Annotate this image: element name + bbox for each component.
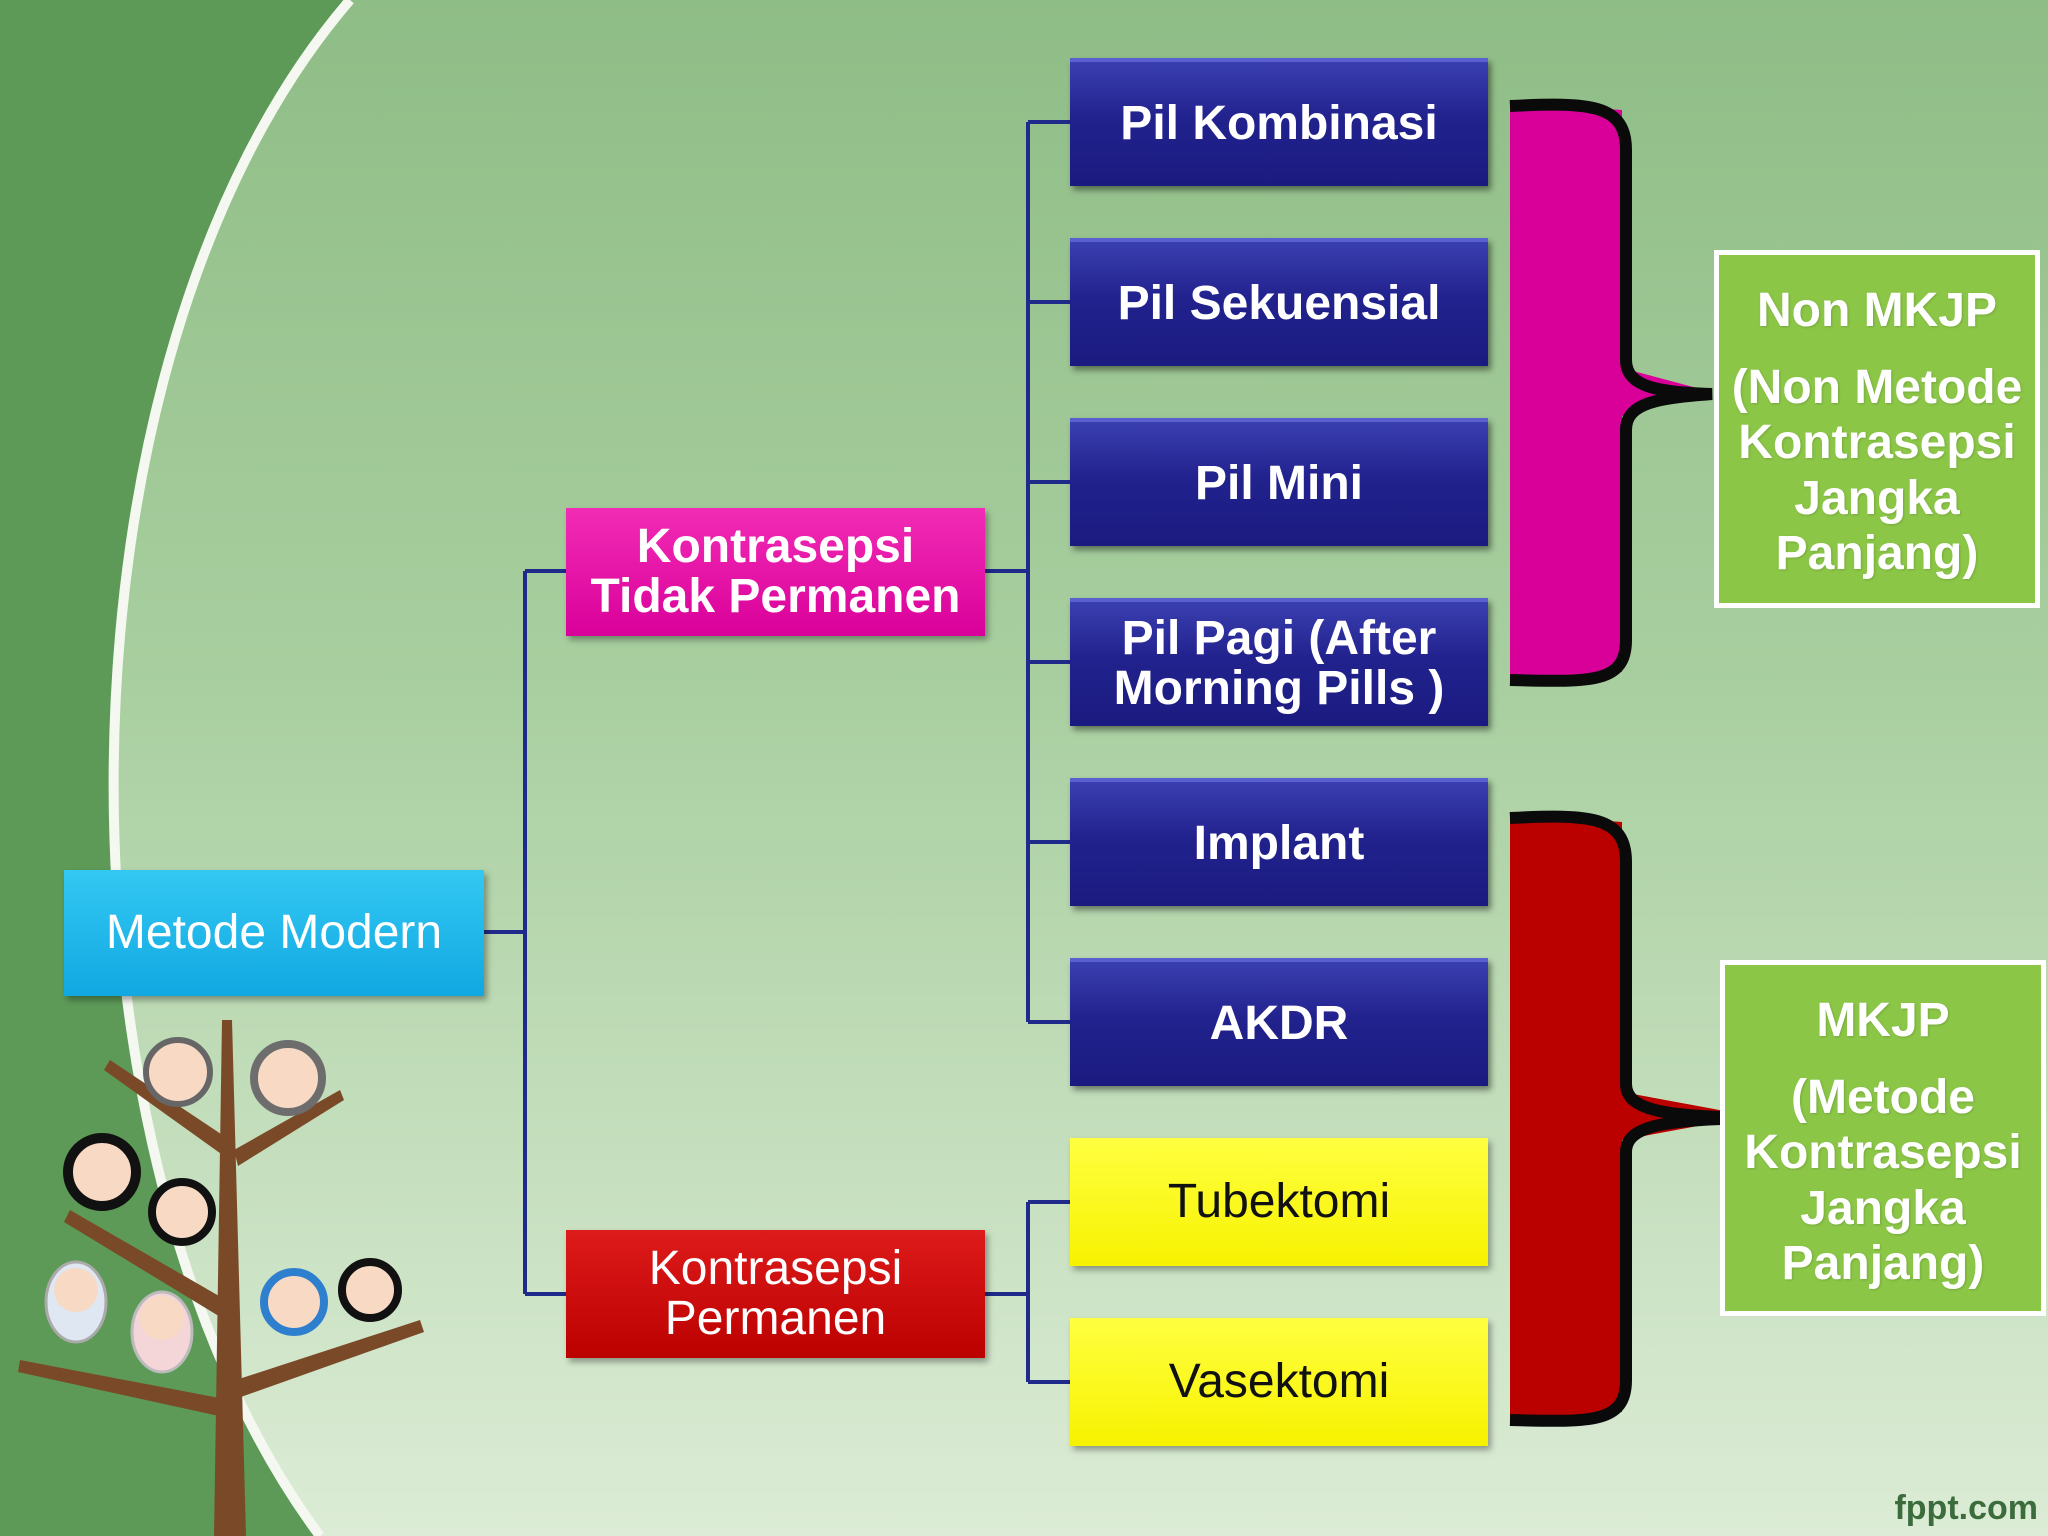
method-pil-pagi-line-1: Pil Pagi (After <box>1121 611 1437 665</box>
group-mkjp: MKJP (Metode Kontrasepsi Jangka Panjang) <box>1720 960 2046 1316</box>
method-vasektomi: Vasektomi <box>1070 1318 1488 1446</box>
method-implant-label: Implant <box>1193 816 1365 870</box>
group-mkjp-line-2: Kontrasepsi <box>1744 1126 2022 1180</box>
root-node-metode-modern: Metode Modern <box>64 870 484 996</box>
root-label: Metode Modern <box>105 905 443 959</box>
family-tree-icon <box>18 1020 424 1536</box>
method-pil-mini: Pil Mini <box>1070 418 1488 546</box>
method-pil-sekuensial-label: Pil Sekuensial <box>1117 276 1441 330</box>
branch-kontrasepsi-permanen: Kontrasepsi Permanen <box>566 1230 985 1358</box>
method-vasektomi-label: Vasektomi <box>1168 1354 1390 1408</box>
group-mkjp-line-4: Panjang) <box>1781 1236 1985 1290</box>
group-mkjp-line-3: Jangka <box>1800 1181 1966 1235</box>
group-non-mkjp: Non MKJP (Non Metode Kontrasepsi Jangka … <box>1714 250 2040 608</box>
method-tubektomi: Tubektomi <box>1070 1138 1488 1266</box>
branch-permanent-line-2: Permanen <box>664 1292 887 1345</box>
branch-temporary-line-2: Tidak Permanen <box>590 570 961 623</box>
method-pil-kombinasi: Pil Kombinasi <box>1070 58 1488 186</box>
non-mkjp-brace <box>1509 98 1713 687</box>
branch-temporary-line-1: Kontrasepsi <box>636 519 915 573</box>
method-pil-kombinasi-label: Pil Kombinasi <box>1120 96 1438 150</box>
group-non-mkjp-line-1: (Non Metode <box>1731 361 2023 415</box>
group-non-mkjp-line-4: Panjang) <box>1775 526 1979 580</box>
group-non-mkjp-line-3: Jangka <box>1794 471 1960 525</box>
method-pil-pagi-line-2: Morning Pills ) <box>1113 662 1445 715</box>
branch-permanent-line-1: Kontrasepsi <box>648 1241 903 1295</box>
method-tubektomi-label: Tubektomi <box>1167 1174 1391 1228</box>
method-akdr-label: AKDR <box>1209 996 1349 1050</box>
mkjp-brace <box>1509 810 1753 1427</box>
group-mkjp-title: MKJP <box>1816 994 1950 1047</box>
watermark: fppt.com <box>1894 1489 2038 1527</box>
method-akdr: AKDR <box>1070 958 1488 1086</box>
branch-kontrasepsi-tidak-permanen: Kontrasepsi Tidak Permanen <box>566 508 985 636</box>
method-implant: Implant <box>1070 778 1488 906</box>
group-mkjp-line-1: (Metode <box>1791 1071 1975 1125</box>
method-pil-pagi: Pil Pagi (After Morning Pills ) <box>1070 598 1488 726</box>
group-non-mkjp-title: Non MKJP <box>1757 284 1997 337</box>
method-pil-mini-label: Pil Mini <box>1195 456 1363 510</box>
group-non-mkjp-line-2: Kontrasepsi <box>1738 416 2016 470</box>
method-pil-sekuensial: Pil Sekuensial <box>1070 238 1488 366</box>
